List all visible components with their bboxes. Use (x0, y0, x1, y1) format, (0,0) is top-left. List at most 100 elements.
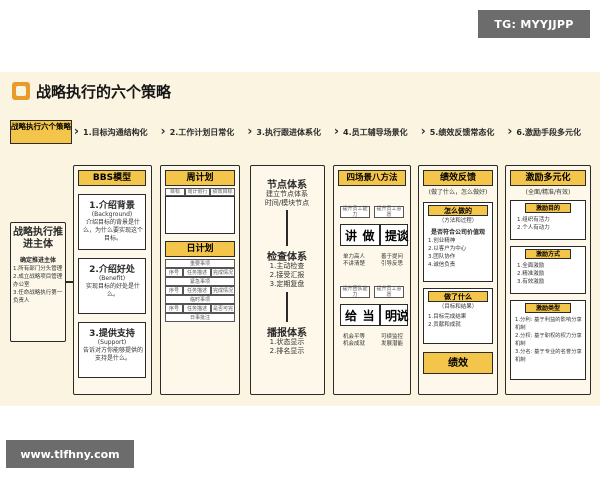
how-items: 1.创业精神 2.以客户为中心 3.团队协作 4.诚信负责 (428, 238, 467, 268)
way-title: 激励方式 (525, 249, 571, 259)
goal-box: 激励目的 1.组织有活力 2.个人有动力 (510, 200, 586, 240)
bbs-item-2: 2.介绍好处 (Benefit) 实现目标的好处是什么。 (78, 258, 146, 314)
feedback-column: 绩效反馈 (做了什么，怎么做好) 怎么做的 （方法和过程） 是否符合公司价值观 … (418, 165, 498, 395)
daily-row-10: 序号 (165, 304, 183, 313)
weekly-grid (165, 196, 235, 234)
strategy-card: 战略执行的六个策略 战略执行六个策略 1.目标沟通结构化 2.工作计划日常化 3… (0, 72, 600, 406)
type-items: 1.分利: 基于利益的影响分享机制 2.分权: 基于职权的权力分享机制 3.分名… (515, 317, 582, 363)
what-items: 1.目标完成结果 2.贡献和成就 (428, 314, 467, 328)
how-question: 是否符合公司价值观 (430, 229, 485, 236)
connector-line (286, 292, 288, 322)
daily-row-12: 是否可完成 (211, 304, 235, 320)
type-title: 激励类型 (525, 303, 571, 313)
coach-tag-4: 提升员工意愿 (374, 286, 404, 298)
watermark-bottom: www.tlfhny.com (6, 440, 134, 468)
step-2: 2.工作计划日常化 (159, 122, 246, 142)
subject-subheading: 确定推进主体 (19, 257, 56, 264)
title-text: 战略执行的六个策略 (36, 82, 172, 101)
what-box: 做了什么 （目标和结果） 1.目标完成结果 2.贡献和成就 (423, 288, 493, 344)
node-desc: 建立节点体系 时间/模块节点 (264, 190, 310, 207)
char-tan: 谈 (397, 224, 409, 246)
how-box: 怎么做的 （方法和过程） 是否符合公司价值观 1.创业精神 2.以客户为中心 3… (423, 202, 493, 282)
way-box: 激励方式 1.全面激励 2.精准激励 3.有效激励 (510, 246, 586, 294)
bbs-item-1-desc: 介绍目标的背景是什么，为什么要实现这个目标。 (82, 219, 143, 242)
step-1: 1.目标沟通结构化 (72, 122, 159, 142)
daily-row-3: 任务描述 (183, 268, 211, 277)
feedback-sub: (做了什么，怎么做好) (428, 189, 488, 196)
daily-row-9: 临时事项 (165, 295, 235, 304)
subject-heading: 战略执行推进主体 (13, 227, 63, 250)
coach-tag-2: 提升员工意愿 (374, 206, 404, 218)
bbs-item-3-en: (Support) (97, 339, 127, 346)
incentive-column: 激励多元化 (全面/精准/有效) 激励目的 1.组织有活力 2.个人有动力 激励… (505, 165, 591, 395)
panda-icon (12, 82, 30, 100)
watermark-top: TG: MYYJJPP (478, 10, 590, 38)
char-dang: 当 (358, 304, 380, 326)
daily-row-13: 日事批注 (165, 313, 235, 322)
report-title: 播报体系 (267, 328, 307, 339)
steps-bar: 战略执行六个策略 1.目标沟通结构化 2.工作计划日常化 3.执行跟进体系化 4… (10, 120, 592, 144)
char-ti: 提 (380, 224, 402, 246)
bbs-item-1-en: (Background) (91, 211, 133, 218)
incentive-title: 激励多元化 (510, 170, 586, 186)
step-4: 4.员工辅导场景化 (332, 122, 419, 142)
step-3: 3.执行跟进体系化 (245, 122, 332, 142)
tracking-column: 节点体系 建立节点体系 时间/模块节点 检查体系 1.主动检查 2.接受汇报 3… (250, 165, 325, 395)
report-desc: 1.状态显示 2.排名显示 (269, 338, 305, 355)
incentive-sub: (全面/精准/有效) (525, 189, 571, 196)
type-box: 激励类型 1.分利: 基于利益的影响分享机制 2.分权: 基于职权的权力分享机制… (510, 300, 586, 380)
char-ming: 明 (380, 304, 402, 326)
check-title: 检查体系 (267, 252, 307, 263)
what-title: 做了什么 (428, 291, 488, 302)
daily-row-2: 序号 (165, 268, 183, 277)
bbs-item-2-heading: 2.介绍好处 (89, 265, 135, 275)
char-shuo: 说 (397, 304, 409, 326)
goal-title: 激励目的 (525, 203, 571, 213)
coach-label-6: 机会成就 (342, 341, 365, 347)
daily-row-4: 完成情况 (211, 268, 235, 277)
bbs-title: BBS模型 (78, 170, 146, 186)
page-title: 战略执行的六个策略 (12, 80, 171, 102)
how-sub: （方法和过程） (438, 218, 478, 224)
coach-label-7: 可续监控 (380, 334, 403, 340)
coach-label-3: 善于提问 (380, 254, 403, 260)
bbs-item-2-desc: 实现目标的好处是什么。 (85, 283, 140, 298)
bbs-item-2-en: (Benefit) (98, 275, 126, 282)
subject-column: 战略执行推进主体 确定推进主体 1.所有部门分头管理 2.成立战略项目管理办公室… (10, 222, 66, 342)
bbs-item-3-desc: 告诉对方你能够提供的支持是什么。 (82, 347, 143, 362)
connector-line (286, 210, 288, 246)
coach-tag-1: 提升员工能力 (340, 206, 370, 218)
what-sub: （目标和结果） (438, 304, 478, 310)
weekly-cell-1: 目标 (165, 188, 185, 196)
daily-row-8: 完成情况 (211, 286, 235, 295)
coach-tag-3: 提升团队能力 (340, 286, 370, 298)
step-5: 5.绩效反馈常态化 (419, 122, 506, 142)
coach-label-1: 单力高人 (342, 254, 365, 260)
coach-label-2: 不讲清楚 (342, 261, 365, 267)
coach-label-4: 引导反思 (380, 261, 403, 267)
daily-row-7: 任务描述 (183, 286, 211, 295)
how-title: 怎么做的 (428, 205, 488, 216)
weekly-plan-title: 周计划 (165, 170, 235, 186)
bbs-item-1: 1.介绍背景 (Background) 介绍目标的背景是什么，为什么要实现这个目… (78, 194, 146, 250)
coach-label-5: 机会平等 (342, 334, 365, 340)
way-items: 1.全面激励 2.精准激励 3.有效激励 (517, 263, 545, 285)
steps-first-label: 战略执行六个策略 (10, 120, 72, 144)
step-6: 6.激励手段多元化 (505, 122, 592, 142)
daily-row-6: 序号 (165, 286, 183, 295)
char-zuo: 做 (358, 224, 380, 246)
node-title: 节点体系 (267, 180, 307, 191)
bbs-item-3-heading: 3.提供支持 (89, 329, 135, 339)
daily-row-5: 紧急事项 (165, 277, 235, 286)
check-desc: 1.主动检查 2.接受汇报 3.定期复盘 (269, 262, 305, 288)
subject-connector (66, 281, 73, 283)
coach-title: 四场景八方法 (338, 170, 406, 186)
bbs-item-3: 3.提供支持 (Support) 告诉对方你能够提供的支持是什么。 (78, 322, 146, 378)
daily-row-1: 重要事项 (165, 259, 235, 268)
result-box: 绩效 (423, 352, 493, 374)
bbs-column: BBS模型 1.介绍背景 (Background) 介绍目标的背景是什么，为什么… (73, 165, 152, 395)
subject-items: 1.所有部门分头管理 2.成立战略项目管理办公室 3.任命战略执行第一负责人 (13, 266, 63, 304)
weekly-cell-3: 绩效目标计划 (210, 188, 235, 202)
coach-column: 四场景八方法 提升员工能力 提升员工意愿 讲 做 提 谈 单力高人 不讲清楚 善… (333, 165, 411, 395)
weekly-cell-2: 周计划行动 (185, 188, 210, 202)
